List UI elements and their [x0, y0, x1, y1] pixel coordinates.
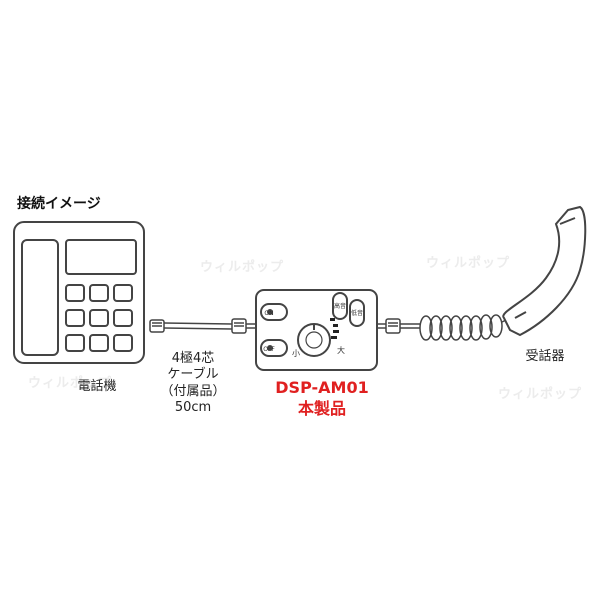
device-button-label: OFF: [263, 346, 275, 353]
cable-label-line: 50cm: [174, 399, 212, 415]
product-label: DSP-AM01 本製品: [262, 378, 382, 420]
coil-loops: [419, 314, 511, 341]
cable-label: 4極4芯 ケーブル （付属品） 50cm: [148, 351, 238, 416]
cable-label-line: 4極4芯: [171, 351, 215, 366]
diagram-title: 接続イメージ: [17, 196, 101, 212]
cable-label-line: ケーブル: [167, 367, 219, 383]
product-caption: 本製品: [297, 398, 346, 418]
coiled-cord: [377, 318, 420, 334]
handset-icon: [502, 205, 587, 337]
product-model: DSP-AM01: [275, 378, 369, 397]
dial-max-label: 大: [337, 345, 345, 355]
device-button-label: ON: [264, 310, 273, 317]
watermark: ウィルポップ: [28, 376, 113, 391]
device-button-label: 低音: [351, 309, 363, 317]
telephone-label: 電話機: [77, 379, 117, 394]
volume-scale: [330, 318, 339, 339]
watermark: ウィルポップ: [498, 387, 583, 402]
device-button-label: 高音: [334, 302, 346, 310]
cable-label-line: （付属品）: [160, 383, 226, 399]
dial-min-label: 小: [292, 349, 300, 358]
handset-label: 受話器: [525, 349, 565, 364]
watermark: ウィルポップ: [426, 256, 511, 271]
amplifier-device: [255, 289, 378, 371]
watermark: ウィルポップ: [200, 260, 285, 275]
cable-4pin: [149, 318, 256, 334]
telephone-icon: [13, 221, 145, 364]
